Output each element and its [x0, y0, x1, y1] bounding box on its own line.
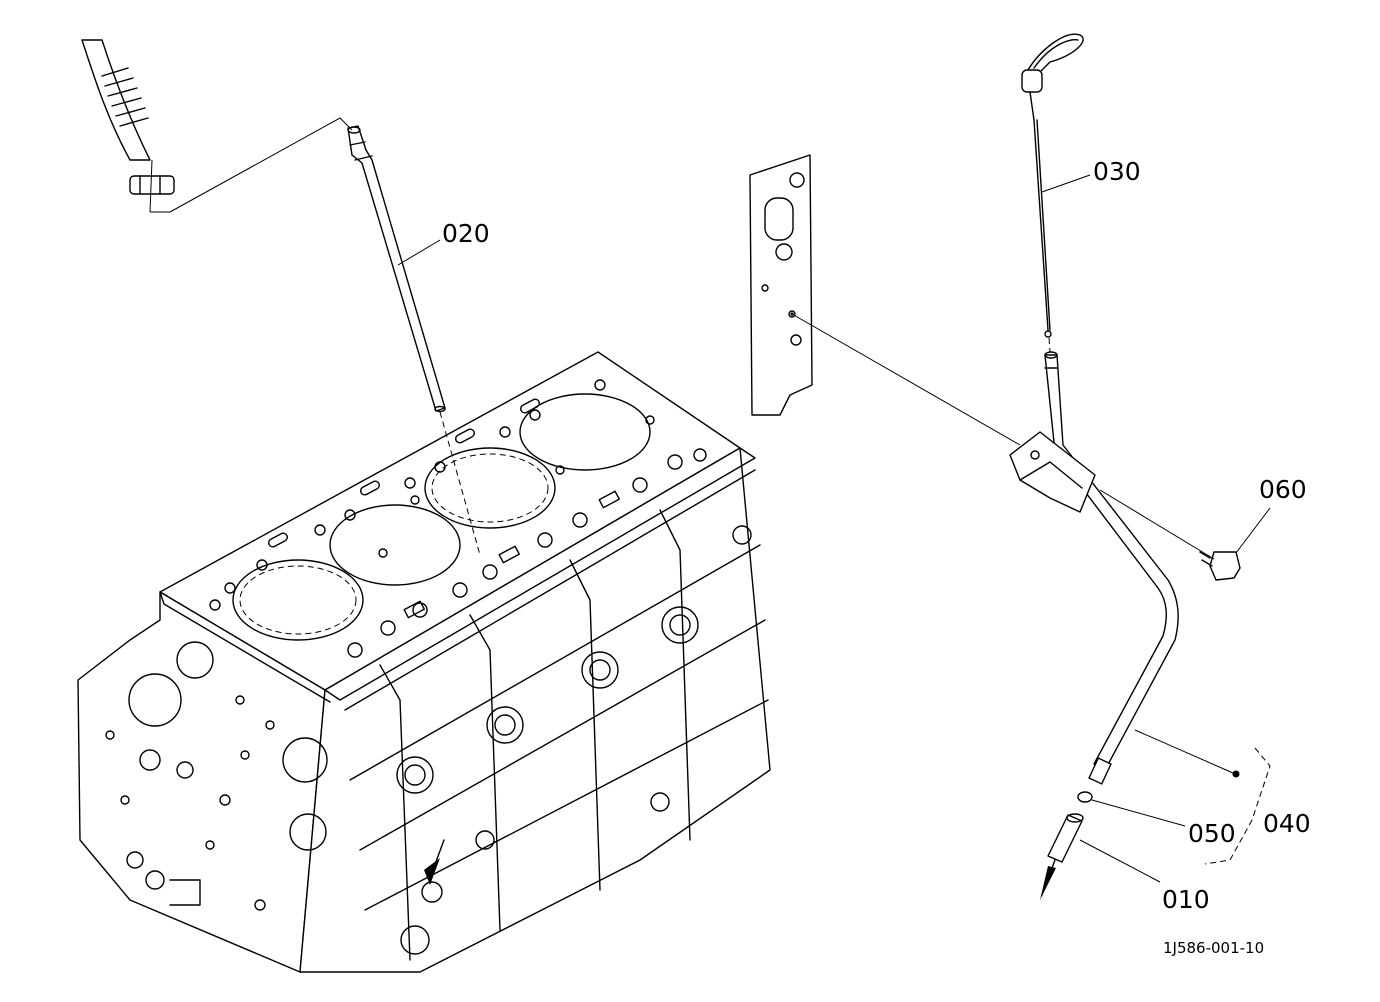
- callout-050: 050: [1188, 819, 1236, 848]
- group-bracket-040: [1204, 747, 1271, 865]
- gasket-plate: [749, 154, 1021, 446]
- callout-040: 040: [1263, 809, 1311, 838]
- part-050-o-ring[interactable]: [1077, 791, 1093, 803]
- part-010-nozzle[interactable]: [1040, 813, 1084, 900]
- bottom-arrow-icon: [424, 839, 445, 885]
- part-020-guide-pipe[interactable]: [347, 125, 481, 556]
- leader-lines: [397, 174, 1271, 883]
- hose-with-clamp: [81, 39, 353, 213]
- part-060-bolt[interactable]: [1199, 551, 1241, 581]
- engine-block: [77, 351, 771, 973]
- callout-010: 010: [1162, 885, 1210, 914]
- part-040-gauge-tube[interactable]: [1009, 351, 1179, 785]
- callout-020: 020: [442, 219, 490, 248]
- callout-060: 060: [1259, 475, 1307, 504]
- drawing-number: 1J586-001-10: [1163, 939, 1264, 957]
- callout-030: 030: [1093, 157, 1141, 186]
- part-030-dipstick[interactable]: [1021, 33, 1084, 353]
